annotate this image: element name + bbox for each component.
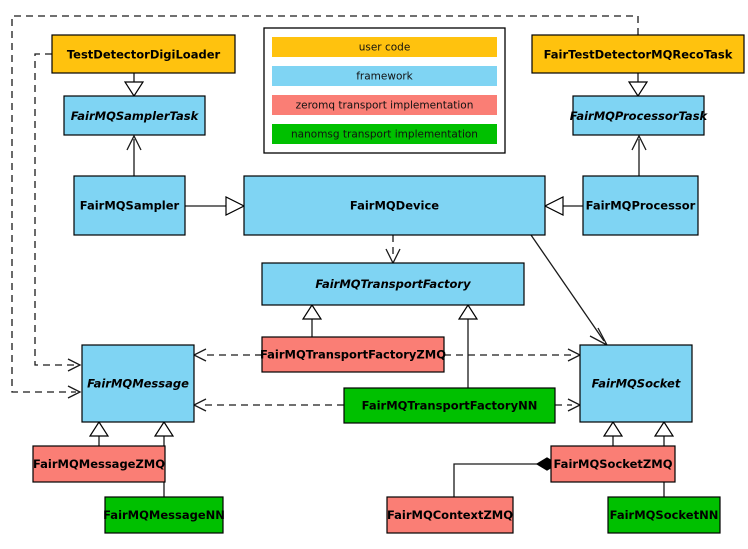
class-box-layer: TestDetectorDigiLoader FairTestDetectorM…	[32, 34, 745, 534]
class-label: FairMQMessage	[87, 377, 189, 391]
arrow-tfnn-to-tf	[457, 303, 479, 320]
class-label: FairMQDevice	[350, 199, 439, 213]
class-FairMQProcessor[interactable]: FairMQProcessor	[582, 175, 699, 236]
class-box-rect	[63, 95, 206, 136]
class-box-rect	[51, 34, 236, 74]
class-FairMQMessage[interactable]: FairMQMessage	[81, 344, 195, 423]
arrow-tfzmq-to-message	[192, 348, 207, 362]
arrow-processor-to-processortask	[631, 134, 647, 151]
class-label: FairMQTransportFactoryNN	[362, 399, 538, 413]
legend: user code framework zeromq transport imp…	[263, 27, 506, 154]
edge-device-to-socket	[530, 234, 605, 342]
legend-swatch-zeromq	[272, 95, 497, 115]
class-FairMQMessageZMQ[interactable]: FairMQMessageZMQ	[32, 445, 166, 483]
class-FairMQDevice[interactable]: FairMQDevice	[243, 175, 546, 236]
legend-label: nanomsg transport implementation	[291, 129, 478, 141]
class-label: FairMQSocketNN	[610, 508, 719, 522]
arrow-digiloader-to-message	[67, 358, 82, 372]
arrow-device-to-socket	[589, 327, 609, 347]
legend-label: user code	[359, 42, 411, 54]
arrow-socketzmq-to-socket	[602, 420, 624, 437]
class-FairMQTransportFactory[interactable]: FairMQTransportFactory	[261, 262, 525, 306]
arrow-recotask-to-processortask	[627, 81, 649, 98]
class-FairMQSocketNN[interactable]: FairMQSocketNN	[607, 496, 721, 534]
class-box-rect	[81, 344, 195, 423]
class-box-rect	[579, 344, 693, 423]
legend-item-nanomsg: nanomsg transport implementation	[272, 124, 497, 144]
class-label: FairMQSocketZMQ	[554, 457, 673, 471]
class-box-rect	[261, 262, 525, 306]
class-box-rect	[582, 175, 699, 236]
class-FairMQSampler[interactable]: FairMQSampler	[73, 175, 186, 236]
arrow-messagenn-to-message	[153, 420, 175, 437]
class-box-rect	[32, 445, 166, 483]
arrow-tfnn-to-message	[192, 398, 207, 412]
class-label: FairMQTransportFactory	[315, 277, 471, 291]
class-label: FairMQSampler	[80, 199, 180, 213]
class-box-rect	[104, 496, 224, 534]
arrow-messagezmq-to-message	[88, 420, 110, 437]
class-box-rect	[73, 175, 186, 236]
arrow-sampler-to-device	[225, 196, 246, 216]
arrow-sampler-to-samplertask	[126, 134, 142, 151]
class-box-rect	[607, 496, 721, 534]
class-label: FairMQSamplerTask	[71, 109, 200, 123]
class-label: FairMQSocket	[592, 377, 681, 391]
arrow-processor-to-device	[543, 196, 564, 216]
class-box-rect	[531, 34, 745, 74]
legend-swatch-nanomsg	[272, 124, 497, 144]
legend-item-zeromq: zeromq transport implementation	[272, 95, 497, 115]
legend-swatch-user-code	[272, 37, 497, 57]
class-FairMQContextZMQ[interactable]: FairMQContextZMQ	[386, 496, 514, 534]
class-box-rect	[572, 95, 705, 136]
class-FairMQSocket[interactable]: FairMQSocket	[579, 344, 693, 423]
arrow-recotask-to-message	[67, 385, 82, 399]
class-label: TestDetectorDigiLoader	[67, 48, 221, 62]
class-box-rect	[243, 175, 546, 236]
class-label: FairMQProcessorTask	[570, 109, 709, 123]
class-FairMQProcessorTask[interactable]: FairMQProcessorTask	[570, 95, 709, 136]
edge-digiloader-to-message	[34, 53, 76, 366]
arrow-socketnn-to-socket	[653, 420, 675, 437]
class-FairMQSamplerTask[interactable]: FairMQSamplerTask	[63, 95, 206, 136]
class-FairMQTransportFactoryNN[interactable]: FairMQTransportFactoryNN	[343, 387, 556, 424]
class-FairMQTransportFactoryZMQ[interactable]: FairMQTransportFactoryZMQ	[260, 336, 446, 373]
legend-item-user-code: user code	[272, 37, 497, 57]
class-label: FairMQMessageZMQ	[33, 457, 165, 471]
class-FairTestDetectorMQRecoTask[interactable]: FairTestDetectorMQRecoTask	[531, 34, 745, 74]
class-label: FairMQProcessor	[586, 199, 696, 213]
class-box-rect	[261, 336, 445, 373]
class-box-rect	[550, 445, 676, 483]
legend-item-framework: framework	[272, 66, 497, 86]
class-FairMQSocketZMQ[interactable]: FairMQSocketZMQ	[550, 445, 676, 483]
class-label: FairTestDetectorMQRecoTask	[544, 48, 733, 62]
class-FairMQMessageNN[interactable]: FairMQMessageNN	[103, 496, 225, 534]
legend-swatch-framework	[272, 66, 497, 86]
class-box-rect	[343, 387, 556, 424]
class-label: FairMQTransportFactoryZMQ	[260, 348, 446, 362]
class-TestDetectorDigiLoader[interactable]: TestDetectorDigiLoader	[51, 34, 236, 74]
class-label: FairMQMessageNN	[103, 508, 225, 522]
class-box-rect	[386, 496, 514, 534]
class-label: FairMQContextZMQ	[387, 508, 513, 522]
legend-label: zeromq transport implementation	[296, 100, 474, 112]
arrow-tfzmq-to-tf	[301, 303, 323, 320]
edge-recotask-to-message	[11, 15, 639, 393]
arrow-digiloader-to-samplertask	[123, 81, 145, 98]
legend-label: framework	[356, 71, 413, 83]
edge-contextzmq-to-socketzmq	[453, 463, 537, 497]
